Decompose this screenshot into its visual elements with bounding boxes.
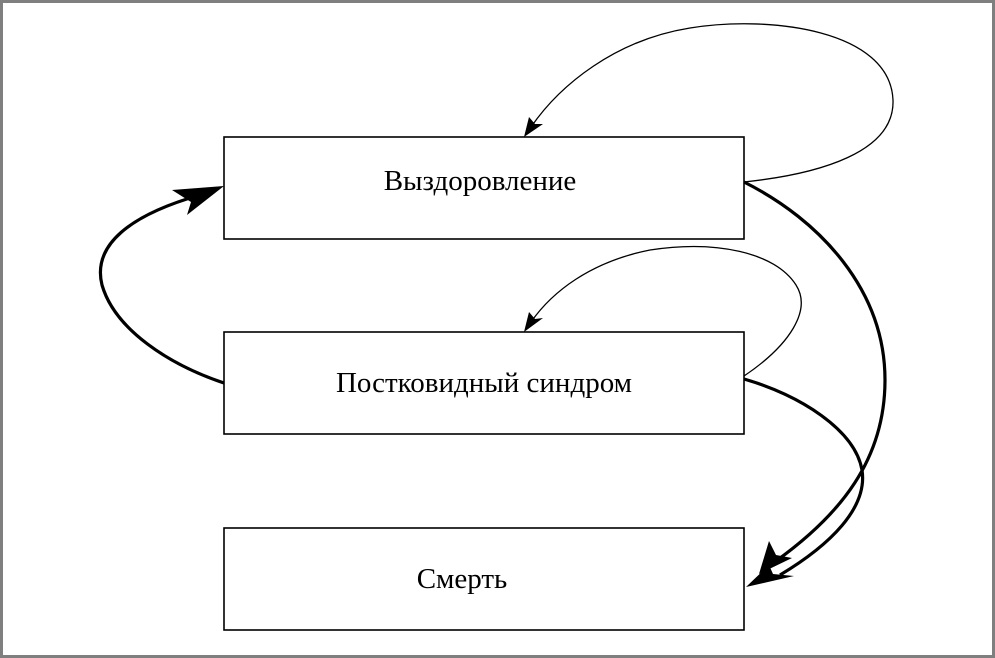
node-recovery-label: Выздоровление	[384, 165, 577, 197]
edge-recovery-recovery	[524, 23, 894, 183]
arrowhead-icon	[759, 541, 792, 574]
arrowhead-icon	[524, 117, 543, 137]
node-postcovid: Постковидный синдром	[223, 331, 745, 435]
arrowhead-icon	[524, 312, 543, 332]
edge-postcovid-death	[743, 377, 865, 587]
arrowhead-icon	[746, 565, 794, 587]
node-postcovid-label: Постковидный синдром	[336, 367, 632, 399]
node-death-label: Смерть	[417, 563, 508, 595]
edge-postcovid-postcovid	[524, 245, 802, 377]
node-death: Смерть	[223, 527, 745, 631]
edge-recovery-death	[743, 180, 887, 574]
node-recovery: Выздоровление	[223, 136, 745, 240]
edge-postcovid-recovery	[98, 186, 225, 385]
arrowhead-icon	[172, 186, 224, 215]
